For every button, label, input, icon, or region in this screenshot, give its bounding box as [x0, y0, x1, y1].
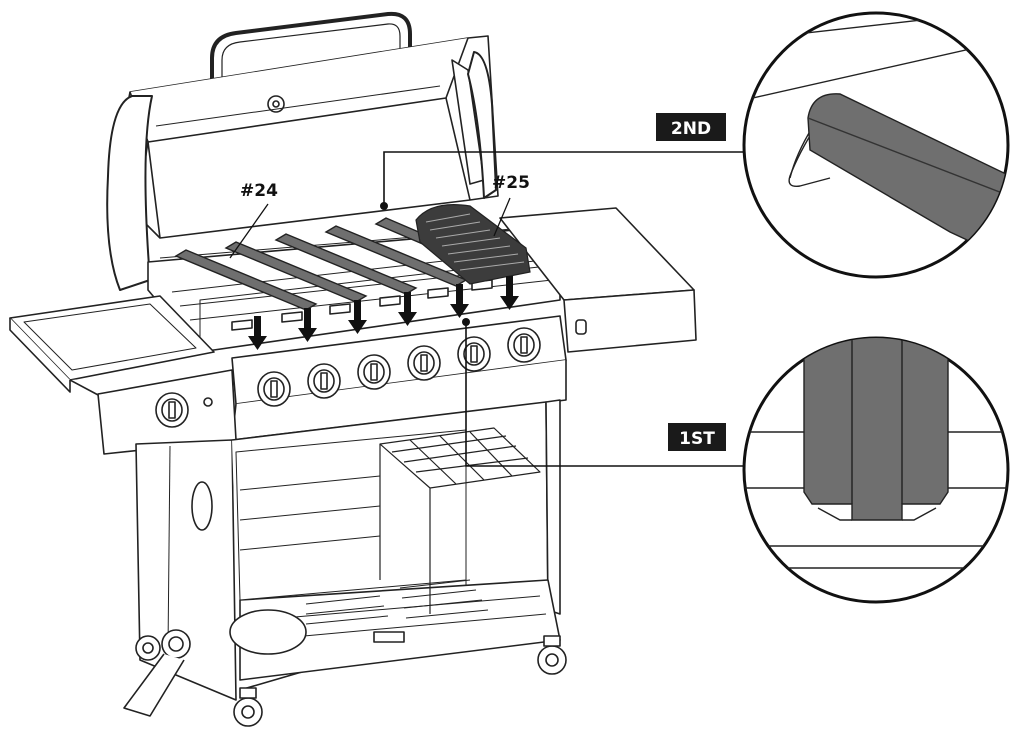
down-arrow-icon: [398, 292, 417, 326]
lid-side-frame-left: [106, 95, 153, 291]
down-arrow-icon: [450, 284, 469, 318]
step-badge-1st: 1ST: [668, 423, 726, 451]
insert-arrows: [248, 276, 519, 350]
heat-tent: [174, 249, 318, 311]
lid-side-frame-right: [467, 51, 497, 199]
callout-anchor-2nd: [380, 202, 388, 210]
step-label-1st: 1ST: [679, 429, 715, 449]
detail-view-1st: [742, 336, 1010, 604]
side-burner-box: [97, 369, 237, 455]
cooking-grate: [415, 204, 531, 285]
callout-anchor-1st: [462, 318, 470, 326]
step-label-2nd: 2ND: [671, 119, 711, 139]
down-arrow-icon: [248, 316, 267, 350]
part-label-25: #25: [492, 173, 530, 193]
detail-view-2nd: [742, 11, 1010, 279]
callout-lines: [383, 151, 744, 467]
part-label-leaders: [229, 197, 511, 259]
down-arrow-icon: [500, 276, 519, 310]
part-label-24: #24: [240, 181, 278, 201]
heat-tent: [274, 233, 418, 295]
gas-regulator: [123, 629, 191, 717]
grill-illustration: [9, 11, 697, 727]
control-knobs: [257, 327, 541, 407]
wire-shelf: [379, 427, 541, 614]
caster-wheels: [135, 635, 567, 727]
heat-tents: [174, 217, 472, 311]
down-arrow-icon: [348, 300, 367, 334]
grill-lid: [111, 35, 499, 239]
heat-tent: [224, 241, 368, 303]
step-badge-2nd: 2ND: [656, 113, 726, 141]
grill-cart: [135, 399, 561, 701]
right-side-shelf: [499, 207, 697, 353]
down-arrow-icon: [298, 308, 317, 342]
